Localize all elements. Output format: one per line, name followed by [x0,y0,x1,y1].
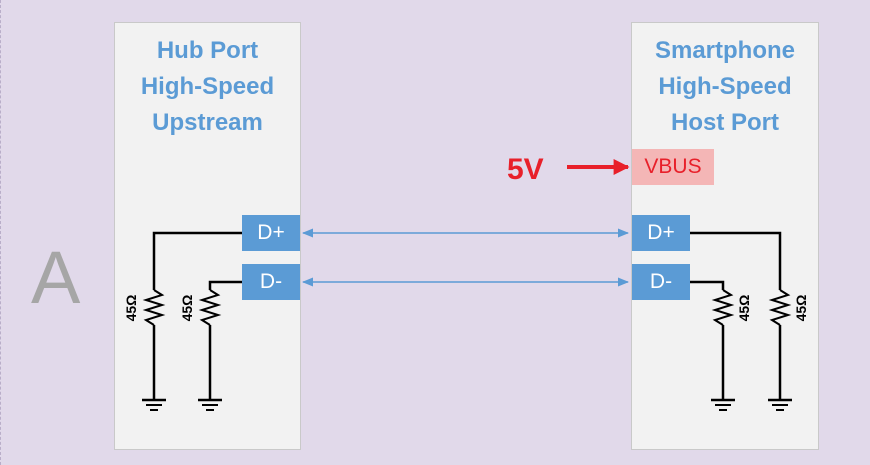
hub-dminus-pin: D- [242,264,300,300]
phone-dminus-termination [690,280,735,411]
hub-dplus-resistor-label: 45Ω [123,295,139,322]
phone-port-title: Smartphone High-Speed Host Port [654,37,795,136]
vbus-pin: VBUS [632,149,714,185]
hub-dplus-pin: D+ [242,215,300,251]
panel-letter: A [31,236,81,319]
hub-dminus-termination [198,280,242,411]
phone-dplus-resistor-label: 45Ω [793,295,809,322]
ground-icon [711,398,735,411]
ground-icon [768,398,792,411]
phone-dplus-termination [690,231,792,411]
phone-dplus-pin: D+ [632,215,690,251]
supply-voltage-label: 5V [507,153,544,186]
phone-dminus-resistor-label: 45Ω [736,295,752,322]
hub-port-title: Hub Port High-Speed Upstream [140,37,275,136]
ground-icon [198,398,222,411]
phone-dminus-pin: D- [632,264,690,300]
hub-dminus-resistor-label: 45Ω [179,295,195,322]
hub-dplus-termination [142,231,242,411]
ground-icon [142,398,166,411]
